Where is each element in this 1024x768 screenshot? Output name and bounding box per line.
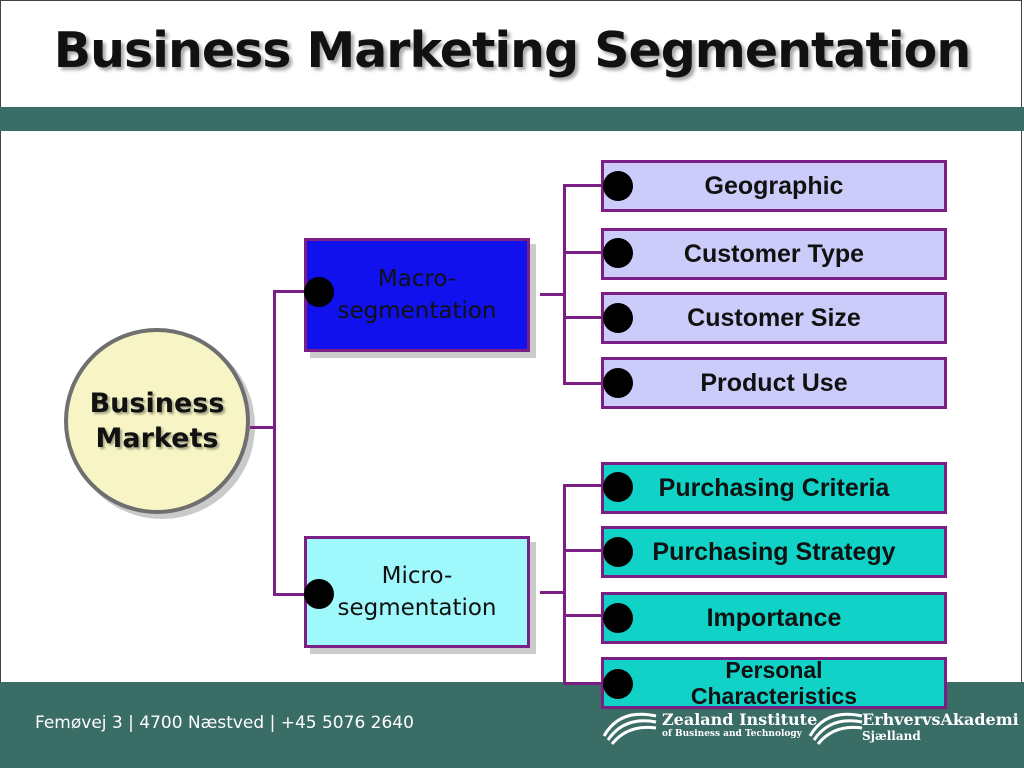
- macro-item-connector: [563, 184, 603, 187]
- swoosh-logo-icon: [602, 712, 657, 745]
- micro-node-dot: [304, 579, 334, 609]
- micro-item-dot: [603, 603, 633, 633]
- zealand-logo-main: Zealand Institute: [662, 710, 818, 729]
- macro-item-connector: [563, 251, 603, 254]
- micro-item-dot: [603, 669, 633, 699]
- micro-item-dot: [603, 472, 633, 502]
- micro-out-connector: [540, 591, 566, 594]
- title-band: [0, 107, 1024, 131]
- micro-item-connector: [563, 614, 603, 617]
- macro-spine-connector: [563, 184, 566, 385]
- macro-label-line2: segmentation: [337, 298, 497, 324]
- macro-out-connector: [540, 293, 566, 296]
- macro-item-connector: [563, 382, 603, 385]
- macro-segmentation-node: Macro- segmentation: [304, 238, 530, 352]
- erhvervsakademi-logo-main: ErhvervsAkademi: [862, 710, 1019, 729]
- zealand-logo-sub: of Business and Technology: [662, 729, 802, 739]
- business-markets-label-line2: Markets: [95, 423, 219, 454]
- macro-item-customer-size: Customer Size: [601, 292, 947, 344]
- footer-address: Femøvej 3 | 4700 Næstved | +45 5076 2640: [35, 713, 414, 733]
- micro-segmentation-node: Micro- segmentation: [304, 536, 530, 648]
- macro-item-product-use: Product Use: [601, 357, 947, 409]
- macro-branch-connector: [273, 290, 305, 293]
- micro-item-connector: [563, 484, 603, 487]
- micro-item-importance: Importance: [601, 592, 947, 644]
- micro-label-line2: segmentation: [337, 595, 497, 621]
- macro-item-dot: [603, 171, 633, 201]
- micro-item-personal-characteristics: Personal Characteristics: [601, 657, 947, 709]
- micro-item-purchasing-strategy: Purchasing Strategy: [601, 526, 947, 578]
- business-markets-label-line1: Business: [89, 388, 225, 419]
- macro-item-geographic: Geographic: [601, 160, 947, 212]
- micro-item-purchasing-criteria: Purchasing Criteria: [601, 462, 947, 514]
- micro-label-line1: Micro-: [381, 563, 453, 589]
- personal-characteristics-line2: Characteristics: [690, 683, 858, 709]
- micro-branch-connector: [273, 593, 305, 596]
- macro-item-dot: [603, 238, 633, 268]
- micro-spine-connector: [563, 484, 566, 685]
- macro-label-line1: Macro-: [377, 266, 457, 292]
- macro-item-connector: [563, 316, 603, 319]
- slide-title: Business Marketing Segmentation: [53, 22, 971, 79]
- micro-item-connector: [563, 682, 603, 685]
- micro-item-dot: [603, 537, 633, 567]
- micro-item-connector: [563, 549, 603, 552]
- swoosh-logo-icon: [808, 712, 863, 745]
- erhvervsakademi-logo-sub: Sjælland: [862, 729, 921, 743]
- macro-item-dot: [603, 368, 633, 398]
- macro-item-customer-type: Customer Type: [601, 228, 947, 280]
- root-connector: [250, 426, 276, 429]
- macro-item-dot: [603, 303, 633, 333]
- macro-node-dot: [304, 277, 334, 307]
- business-markets-node: Business Markets: [64, 328, 250, 514]
- personal-characteristics-line1: Personal: [725, 657, 823, 683]
- zealand-logo: Zealand Institute of Business and Techno…: [662, 710, 817, 739]
- erhvervsakademi-logo: ErhvervsAkademi Sjælland: [862, 710, 1019, 743]
- trunk-connector: [273, 290, 276, 596]
